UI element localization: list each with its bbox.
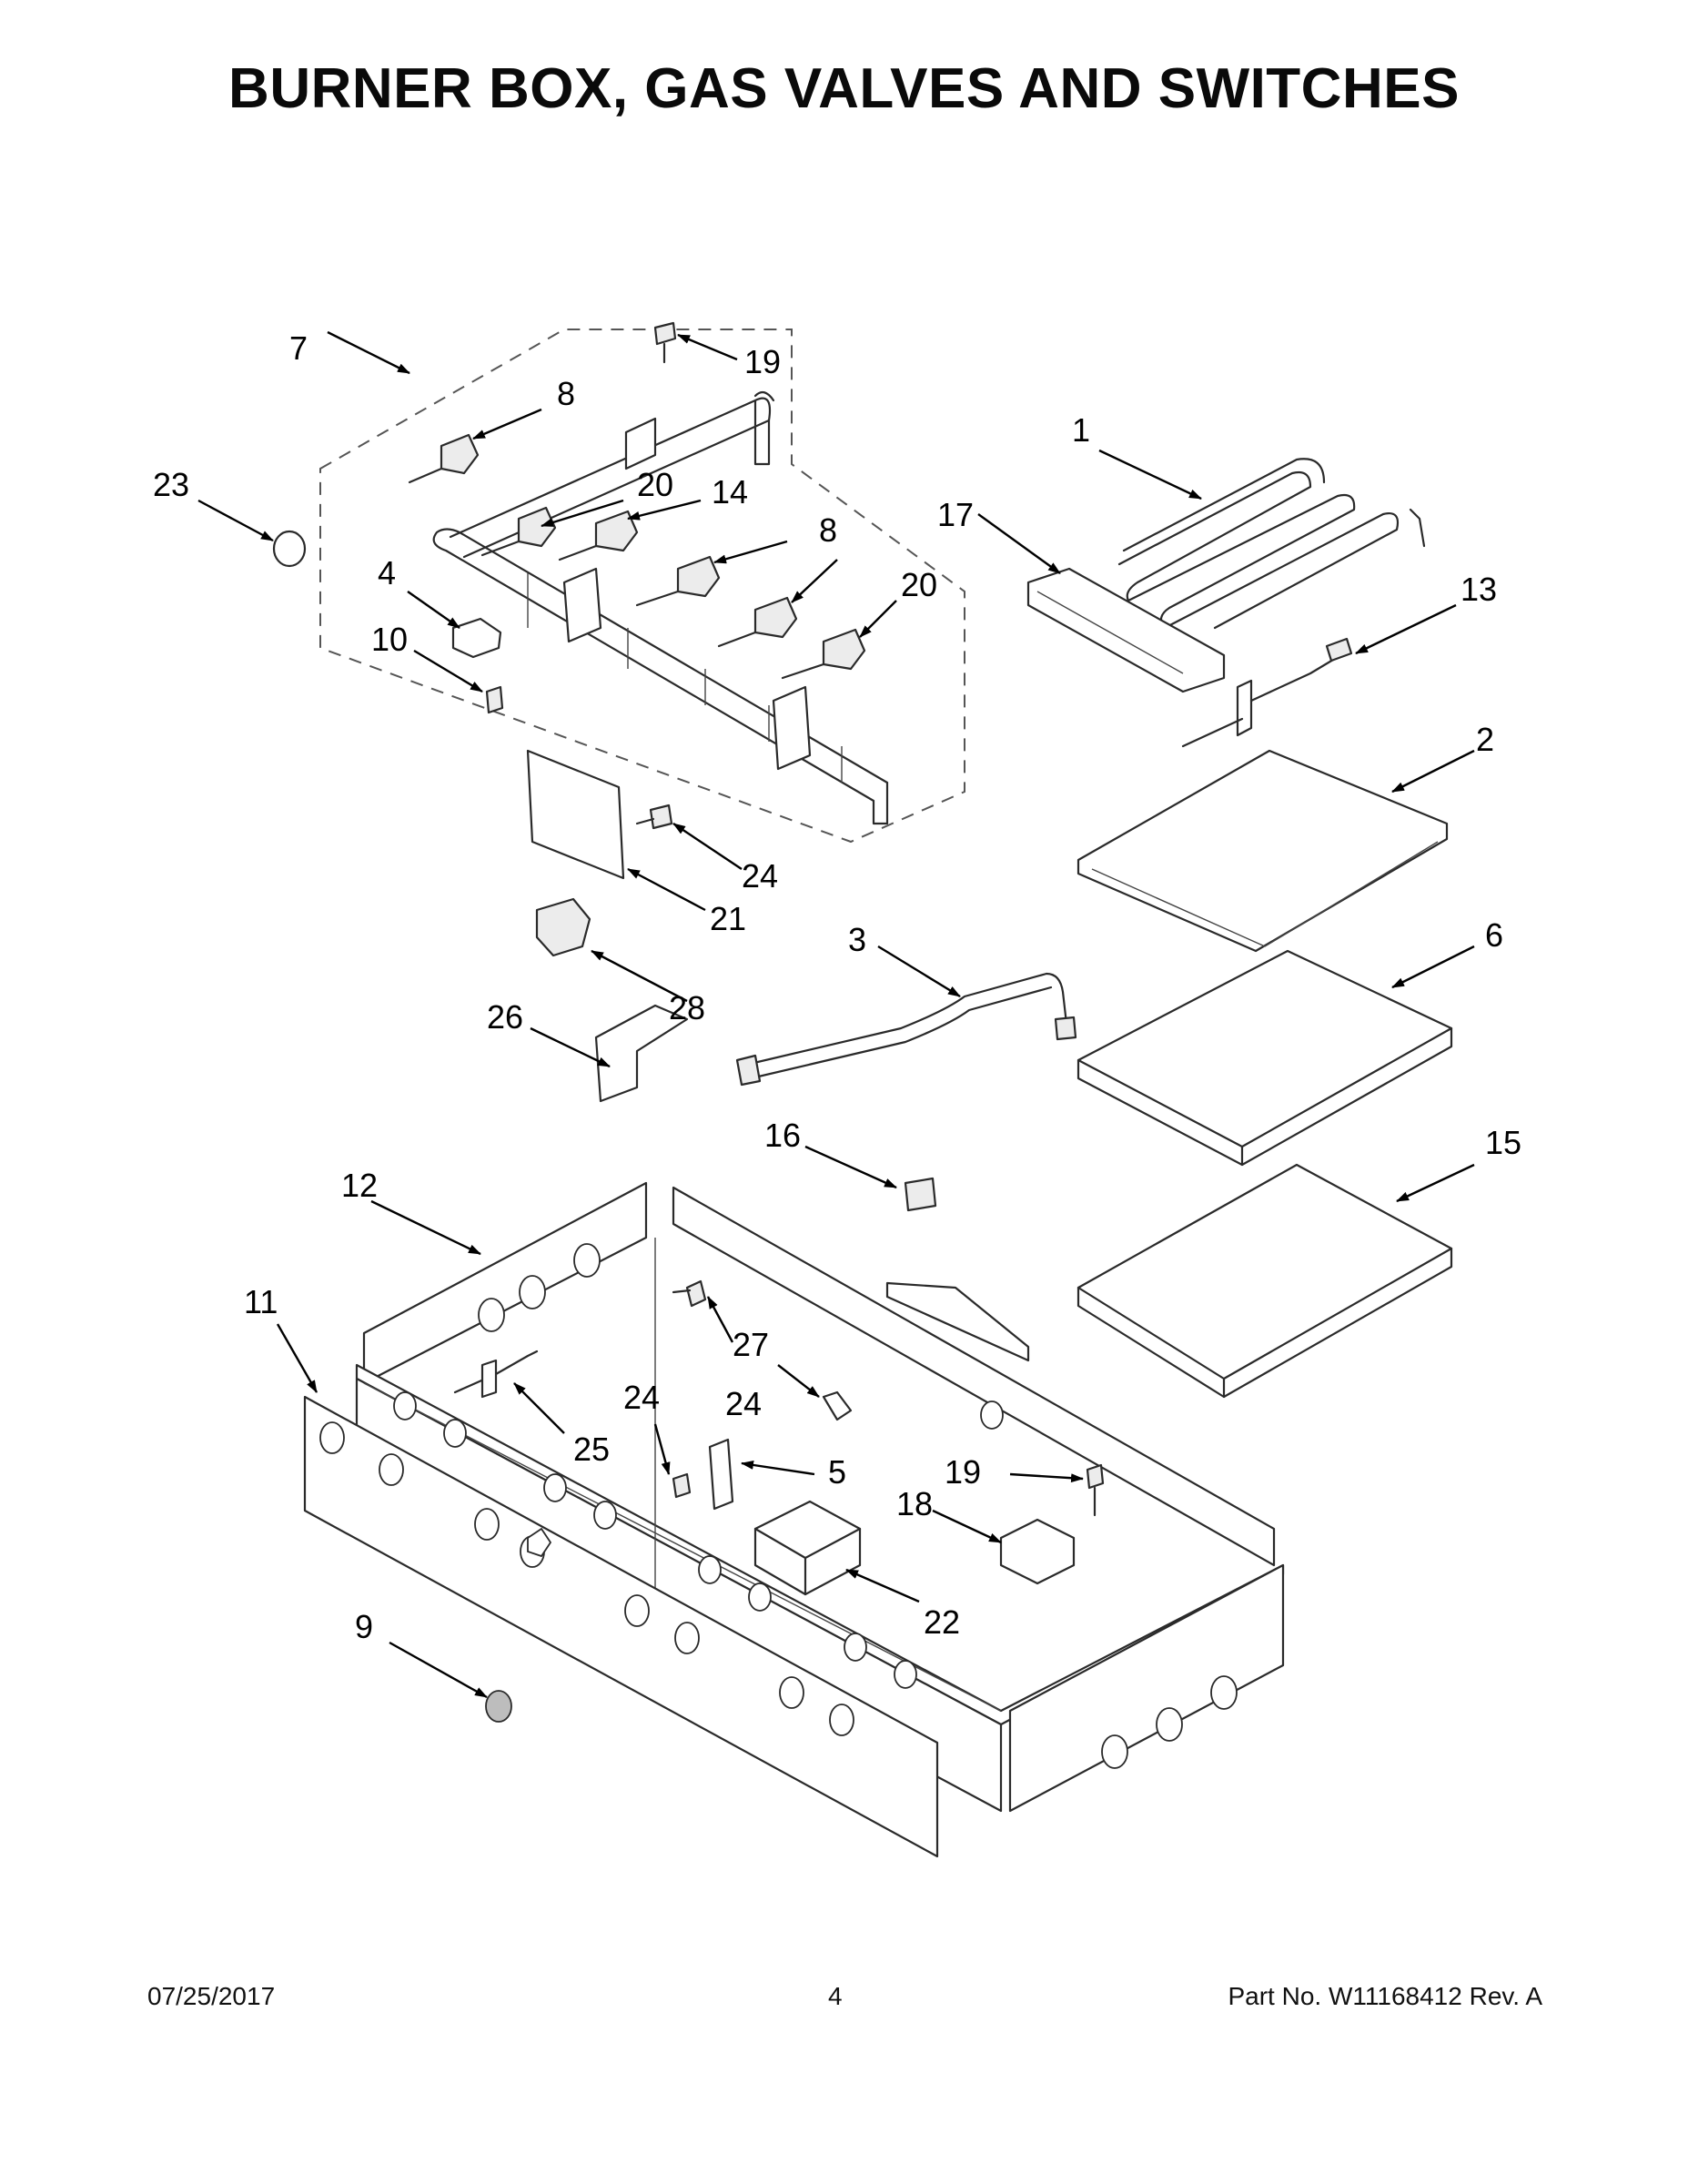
callout-18: 18 — [896, 1485, 933, 1522]
callout-26: 26 — [487, 998, 523, 1036]
callout-9: 9 — [355, 1608, 373, 1645]
callout-labels: 7 19 8 23 20 14 8 20 4 10 1 17 13 2 24 2… — [153, 329, 1521, 1645]
manifold-bracket — [624, 417, 657, 470]
manifold-bracket — [772, 685, 812, 771]
manifold-assembly — [319, 329, 965, 844]
part-11-front-panel — [303, 1395, 939, 1858]
footer-page-number: 4 — [828, 1982, 843, 2010]
callout-2: 2 — [1476, 721, 1494, 758]
callout-27: 27 — [733, 1326, 769, 1363]
leader-arrows — [197, 330, 1475, 1699]
callout-17: 17 — [937, 496, 974, 533]
gas-valve-14 — [558, 510, 639, 561]
callout-8: 8 — [557, 375, 575, 412]
gas-valve-20b — [781, 628, 866, 680]
part-5-switch — [708, 1438, 734, 1511]
part-25-sensor — [453, 1350, 539, 1394]
part-22-housing — [753, 1500, 862, 1596]
callout-25: 25 — [573, 1431, 610, 1468]
manifold-pipe — [432, 397, 889, 825]
callout-28: 28 — [669, 989, 705, 1026]
callout-16: 16 — [764, 1117, 801, 1154]
part-10-screw — [485, 685, 504, 714]
callout-23: 23 — [153, 466, 189, 503]
manifold-riser — [753, 390, 775, 402]
part-18-bracket — [999, 1518, 1076, 1585]
callout-11: 11 — [244, 1283, 278, 1320]
gas-valve-8c — [717, 596, 798, 648]
callout-7: 7 — [289, 329, 308, 367]
callout-4: 4 — [378, 554, 396, 592]
footer-date: 07/25/2017 — [147, 1982, 276, 2010]
part-17-tray — [1026, 567, 1226, 693]
callout-1: 1 — [1072, 411, 1090, 449]
page-title: BURNER BOX, GAS VALVES AND SWITCHES — [228, 57, 1460, 120]
callout-13: 13 — [1461, 571, 1497, 608]
footer-part-number: Part No. W11168412 Rev. A — [1228, 1982, 1542, 2010]
part-3-gas-tube — [735, 972, 1077, 1087]
callout-8: 8 — [819, 511, 837, 549]
callout-24: 24 — [725, 1385, 762, 1422]
part-6-plate — [1076, 949, 1453, 1167]
part-19-screw-bottom — [1086, 1463, 1105, 1490]
part-28-switch — [535, 897, 591, 957]
part-23-disc — [272, 530, 307, 568]
gas-valve-20a — [480, 506, 557, 557]
callout-19: 19 — [744, 343, 781, 380]
part-16-fitting — [904, 1177, 937, 1212]
callout-24: 24 — [742, 857, 778, 895]
callout-21: 21 — [710, 900, 746, 937]
callout-6: 6 — [1485, 916, 1503, 954]
part-24-screw-b — [685, 1279, 707, 1308]
callout-20: 20 — [901, 566, 937, 603]
screw-19-top — [653, 321, 677, 364]
callout-10: 10 — [371, 621, 408, 658]
part-24-screw-c — [672, 1472, 692, 1499]
part-21-bracket — [526, 749, 625, 880]
callout-15: 15 — [1485, 1124, 1521, 1161]
callout-20: 20 — [637, 466, 673, 503]
manifold-group-outline — [319, 329, 965, 844]
part-4-bracket — [451, 617, 502, 659]
callout-14: 14 — [712, 473, 748, 511]
callout-24: 24 — [623, 1379, 660, 1416]
part-24-screw-a — [649, 804, 673, 830]
gas-valve-8a — [408, 433, 480, 484]
part-27-clip — [822, 1390, 853, 1421]
callout-19: 19 — [945, 1453, 981, 1491]
part-13-igniter — [1181, 637, 1353, 748]
gas-valve-8b — [635, 555, 721, 607]
callout-22: 22 — [924, 1603, 960, 1641]
manifold-studs — [527, 573, 843, 783]
part-1-element — [1117, 458, 1426, 630]
part-9-knob — [485, 1690, 512, 1723]
part-2-shield — [1076, 749, 1449, 953]
callout-12: 12 — [341, 1167, 378, 1204]
callout-3: 3 — [848, 921, 866, 958]
callout-5: 5 — [828, 1453, 846, 1491]
manifold-bracket — [562, 567, 602, 643]
part-26-bracket — [594, 1004, 689, 1103]
part-15-plate — [1076, 1163, 1453, 1399]
